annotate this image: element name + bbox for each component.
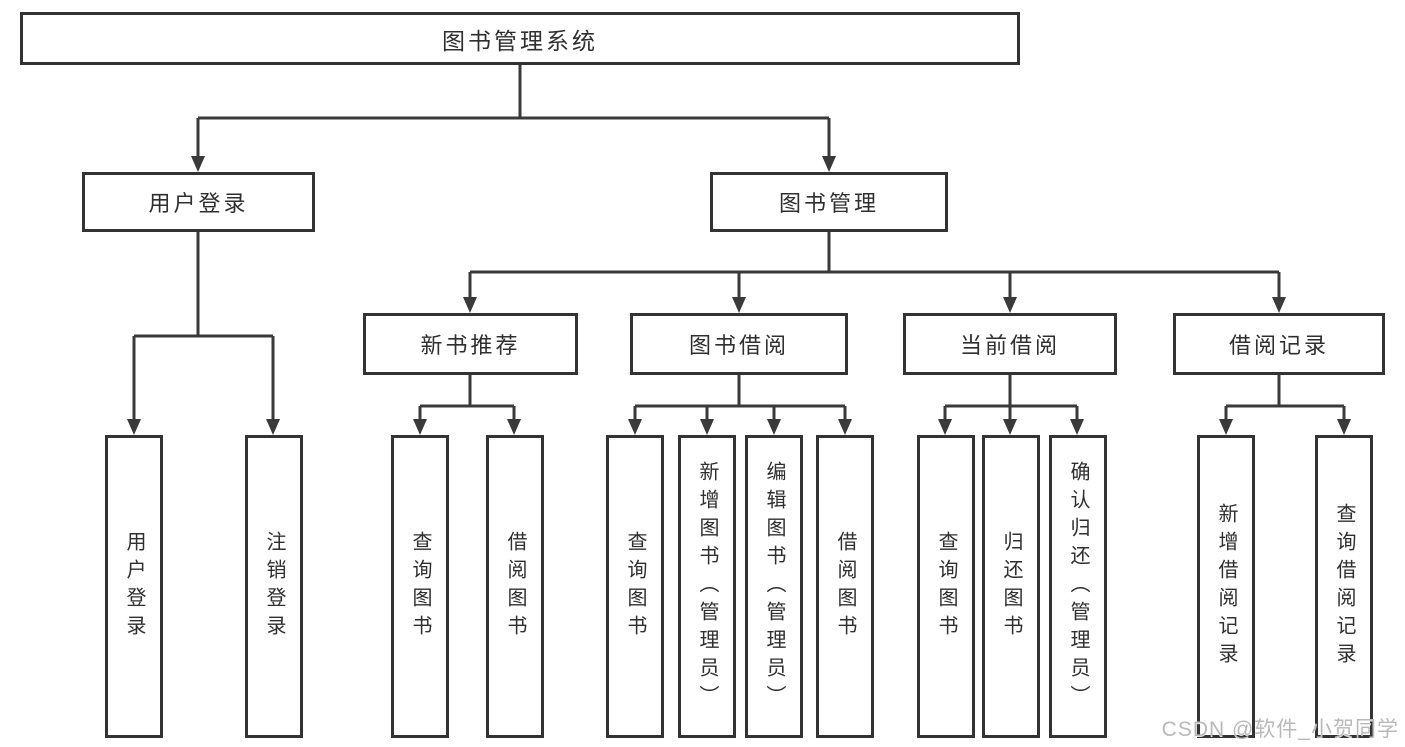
leaf-confirm-return-admin: 确认归还（管理员） xyxy=(1049,435,1107,738)
leaf-query-books-current: 查询图书 xyxy=(917,435,975,738)
node-borrowing-records: 借阅记录 xyxy=(1173,313,1385,375)
csdn-watermark: CSDN @软件_小贺同学 xyxy=(1161,718,1399,741)
leaf-edit-books-admin: 编辑图书（管理员） xyxy=(745,435,803,738)
leaf-user-login: 用户登录 xyxy=(105,435,163,738)
leaf-add-books-admin: 新增图书（管理员） xyxy=(678,435,736,738)
leaf-logout: 注销登录 xyxy=(245,435,303,738)
connector-path xyxy=(132,65,1346,421)
leaf-query-books-borrow: 查询图书 xyxy=(606,435,664,738)
leaf-borrow-books-borrow: 借阅图书 xyxy=(816,435,874,738)
node-current-borrowing: 当前借阅 xyxy=(903,313,1117,375)
node-book-management: 图书管理 xyxy=(710,172,948,232)
node-user-login: 用户登录 xyxy=(82,172,315,232)
leaf-query-books-recommend: 查询图书 xyxy=(391,435,449,738)
node-new-book-recommendation: 新书推荐 xyxy=(363,313,578,375)
leaf-borrow-books-recommend: 借阅图书 xyxy=(486,435,544,738)
leaf-add-borrow-record: 新增借阅记录 xyxy=(1197,435,1255,738)
leaf-return-books: 归还图书 xyxy=(982,435,1040,738)
node-book-borrowing: 图书借阅 xyxy=(630,313,848,375)
leaf-query-borrow-record: 查询借阅记录 xyxy=(1315,435,1373,738)
node-system-root: 图书管理系统 xyxy=(20,12,1020,65)
